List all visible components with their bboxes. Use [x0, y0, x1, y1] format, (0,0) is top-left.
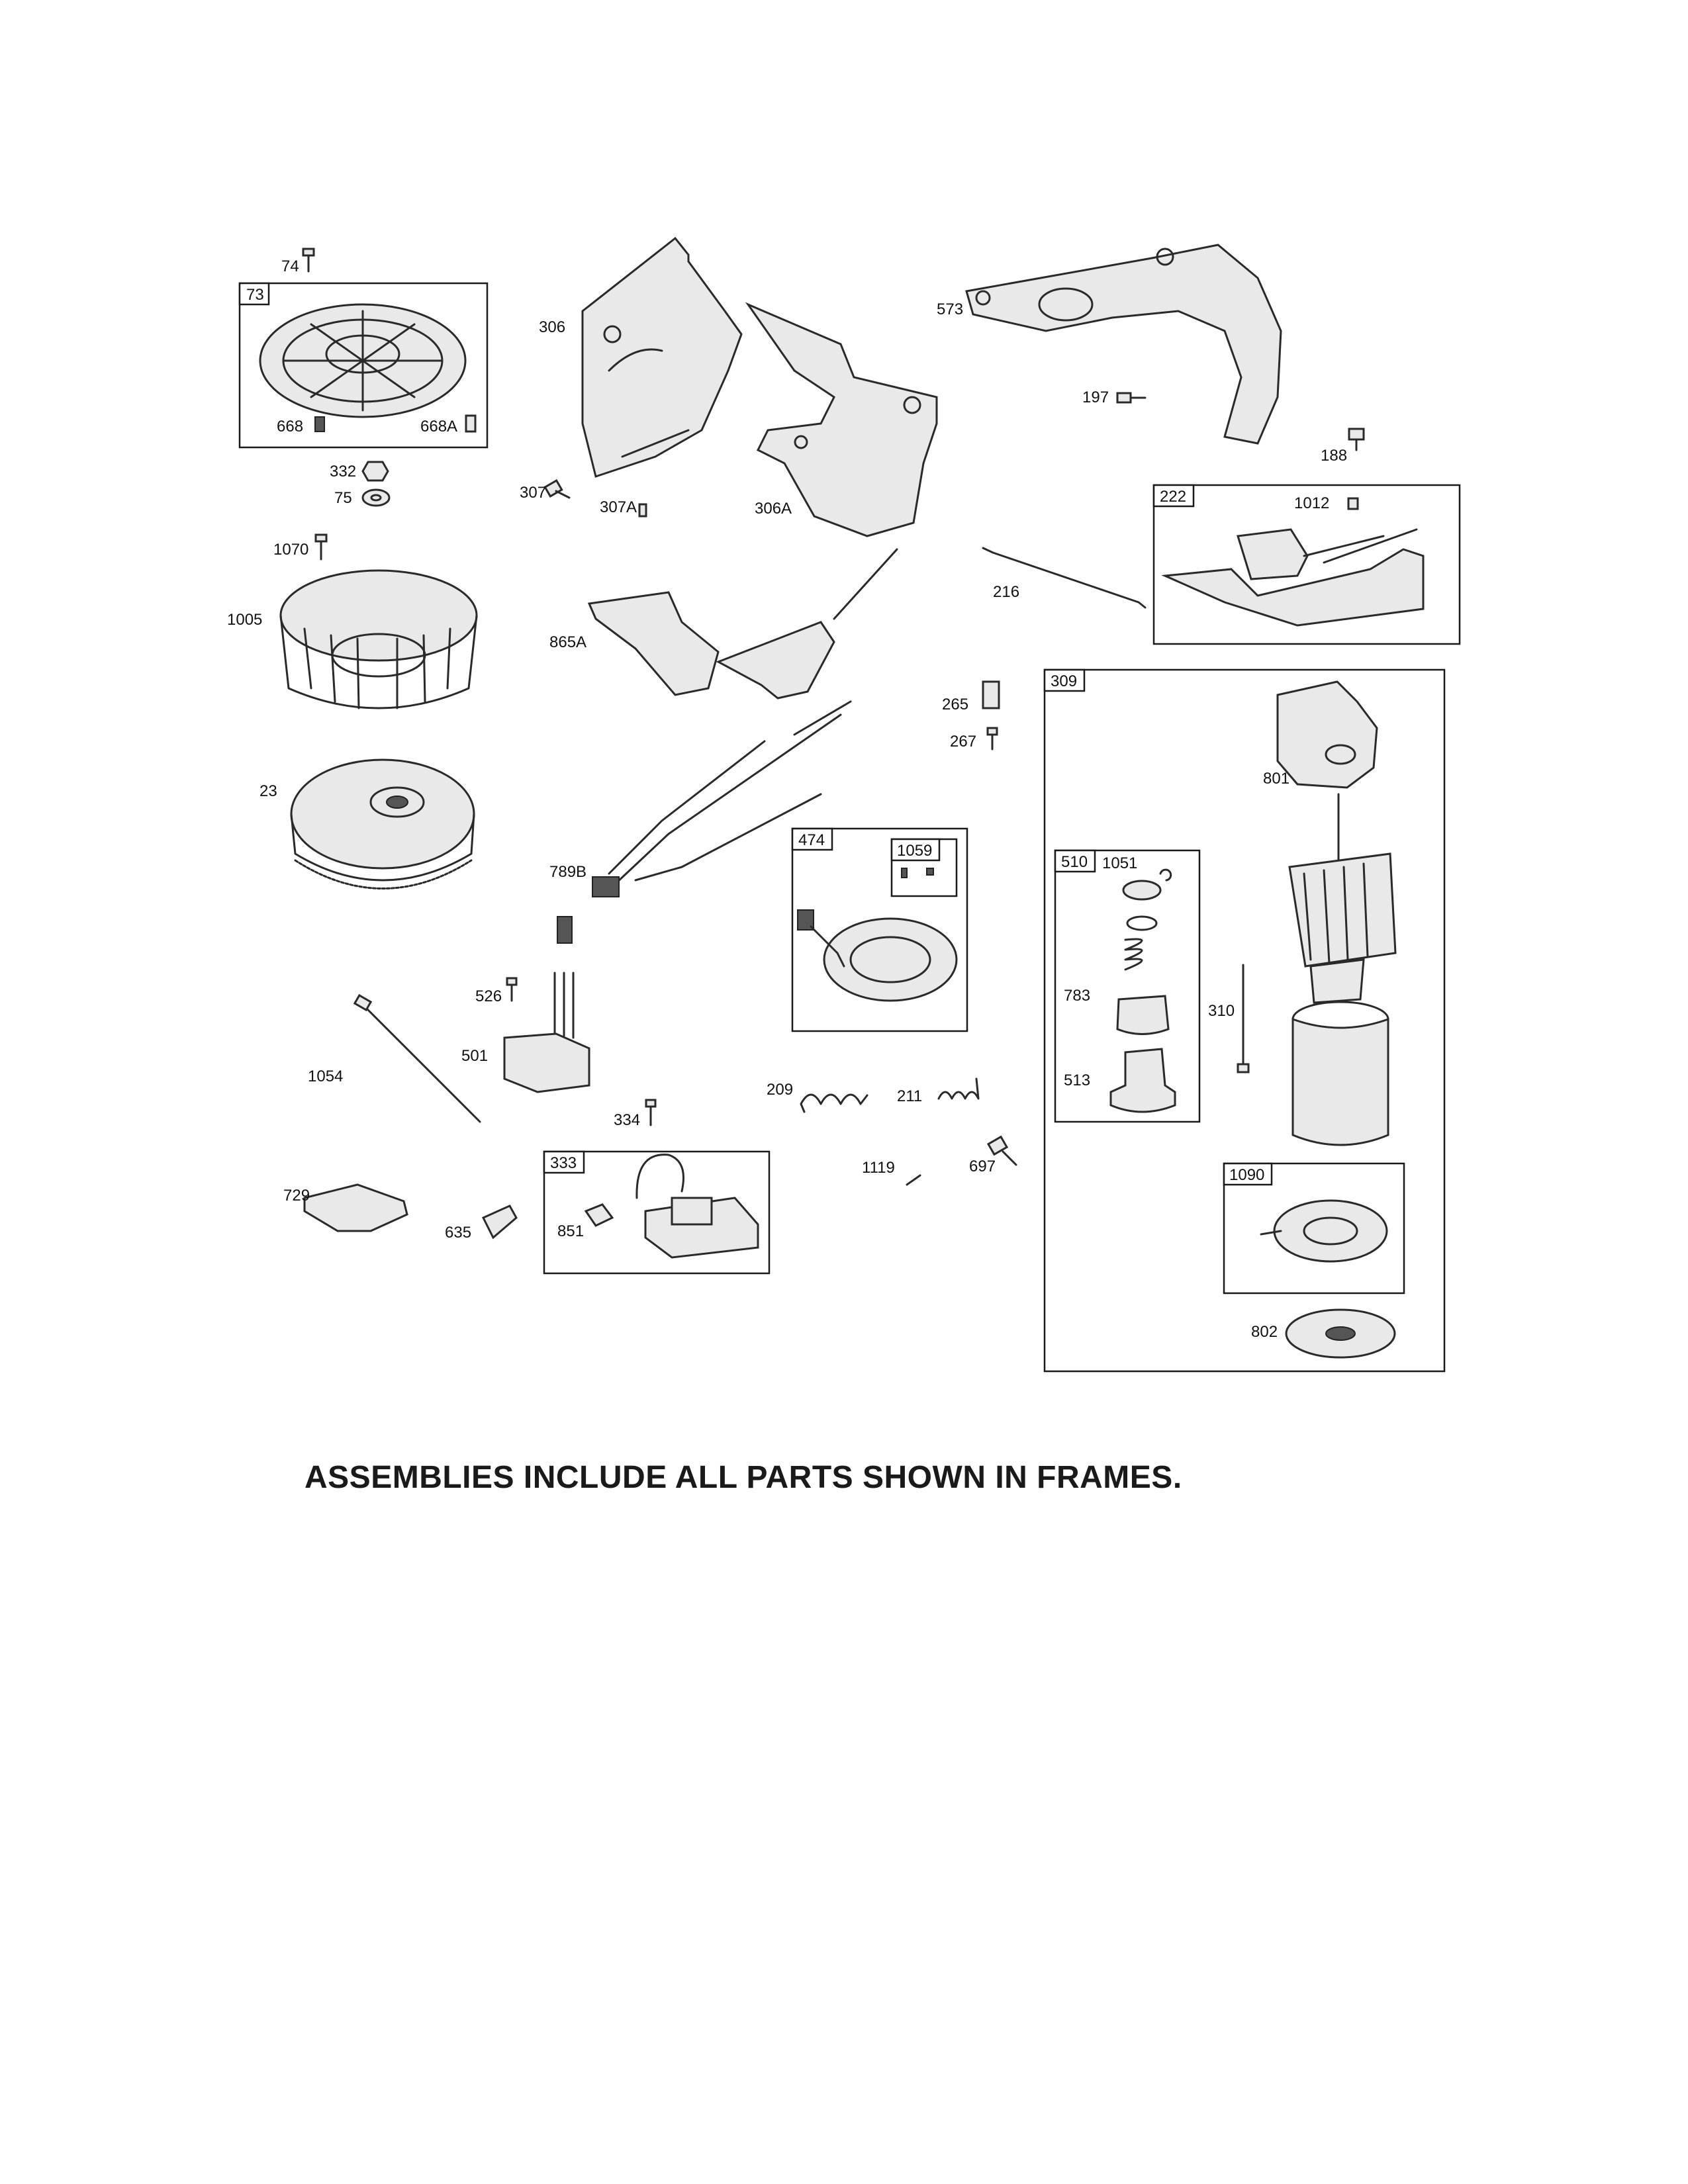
screw-icon [506, 977, 518, 1002]
callout-label: 197 [1082, 388, 1109, 406]
frame-label: 73 [246, 286, 264, 304]
air-baffle-icon [587, 548, 898, 700]
callout-label: 1051 [1102, 854, 1137, 872]
callout-label: 265 [942, 696, 968, 713]
blower-housing-icon [745, 302, 938, 537]
callout-label: 783 [1064, 987, 1090, 1005]
through-bolt-icon [1237, 964, 1250, 1073]
callout-label: 310 [1208, 1002, 1235, 1020]
callout-label: 307A [600, 498, 637, 516]
frame-1090: 1090 [1223, 1162, 1405, 1295]
blower-housing-icon [581, 236, 743, 478]
callout-label: 1005 [227, 611, 262, 629]
spring-icon [937, 1077, 980, 1100]
callout-label: 573 [937, 300, 963, 318]
shield-plate-icon [303, 1183, 408, 1232]
wire-harness-icon [592, 700, 852, 897]
starter-bracket-icon [1276, 680, 1378, 789]
callout-label: 306A [755, 500, 792, 518]
screw-icon [638, 503, 647, 518]
bolt-icon [1116, 392, 1147, 404]
footnote: ASSEMBLIES INCLUDE ALL PARTS SHOWN IN FR… [305, 1460, 1182, 1495]
callout-label: 188 [1321, 447, 1347, 465]
callout-label: 307 [520, 484, 546, 502]
rotating-screen-icon [259, 303, 477, 433]
callout-label: 801 [1263, 770, 1289, 788]
regulator-rectifier-icon [503, 916, 590, 1093]
bolt-icon [302, 248, 315, 273]
callout-label: 211 [897, 1087, 922, 1105]
governor-link-icon [982, 547, 1147, 609]
callout-label: 1119 [862, 1159, 895, 1177]
callout-label: 1054 [308, 1068, 343, 1085]
nut-icon [361, 461, 389, 482]
callout-label: 74 [281, 257, 299, 275]
callout-label: 802 [1251, 1323, 1278, 1341]
starter-drive-icon [1109, 868, 1176, 1113]
callout-label: 668A [420, 418, 457, 435]
frame-label: 1059 [897, 842, 932, 860]
callout-label: 306 [539, 318, 565, 336]
ignition-armature-icon [584, 1154, 759, 1259]
callout-label: 75 [334, 489, 352, 507]
starter-housing-icon [1291, 1001, 1389, 1146]
frame-label: 1090 [1229, 1166, 1264, 1184]
callout-label: 216 [993, 583, 1019, 601]
callout-label: 1070 [273, 541, 308, 559]
callout-label: 513 [1064, 1071, 1090, 1089]
clip-icon [982, 680, 1000, 709]
callout-label: 334 [614, 1111, 640, 1129]
frame-73: 73 [238, 282, 489, 449]
brush-holder-icon [1260, 1199, 1388, 1263]
callout-label: 697 [969, 1158, 996, 1175]
callout-label: 851 [557, 1222, 584, 1240]
frame-474: 474 [791, 827, 968, 1032]
flywheel-icon [290, 758, 475, 889]
frame-label: 222 [1160, 488, 1186, 506]
screw-icon [906, 1174, 921, 1186]
callout-label: 865A [549, 633, 586, 651]
frame-label: 309 [1051, 672, 1077, 690]
alternator-stator-icon [797, 868, 958, 1002]
frame-333: 333 [543, 1150, 771, 1275]
governor-control-icon [1161, 497, 1425, 627]
frame-222: 222 [1152, 484, 1461, 645]
callout-label: 526 [475, 987, 502, 1005]
washer-icon [361, 488, 391, 507]
callout-label: 209 [767, 1081, 793, 1099]
callout-label: 635 [445, 1224, 471, 1242]
spark-plug-boot-icon [481, 1205, 518, 1240]
frame-label: 510 [1061, 853, 1088, 871]
bolt-icon [1348, 428, 1365, 451]
fan-icon [279, 569, 478, 709]
callout-label: 267 [950, 733, 976, 751]
bolt-icon [543, 479, 571, 499]
callout-label: 668 [277, 418, 303, 435]
control-bracket-icon [965, 244, 1282, 445]
end-cap-icon [1285, 1308, 1396, 1359]
spring-icon [800, 1093, 868, 1113]
cable-tie-icon [353, 993, 481, 1123]
callout-label: 332 [330, 463, 356, 480]
frame-510: 510 [1054, 849, 1201, 1123]
frame-1059: 1059 [890, 838, 958, 897]
screw-icon [986, 727, 998, 751]
screw-icon [645, 1099, 657, 1126]
callout-label: 729 [283, 1187, 310, 1205]
callout-label: 501 [461, 1047, 488, 1065]
callout-label: 1012 [1294, 494, 1329, 512]
frame-label: 333 [550, 1154, 577, 1172]
callout-label: 789B [549, 863, 586, 881]
bolt-icon [986, 1135, 1017, 1166]
frame-309: 309 [1043, 668, 1446, 1373]
frame-label: 474 [798, 831, 825, 849]
starter-armature-icon [1288, 793, 1397, 1004]
bolt-icon [314, 533, 328, 561]
callout-label: 23 [259, 782, 277, 800]
